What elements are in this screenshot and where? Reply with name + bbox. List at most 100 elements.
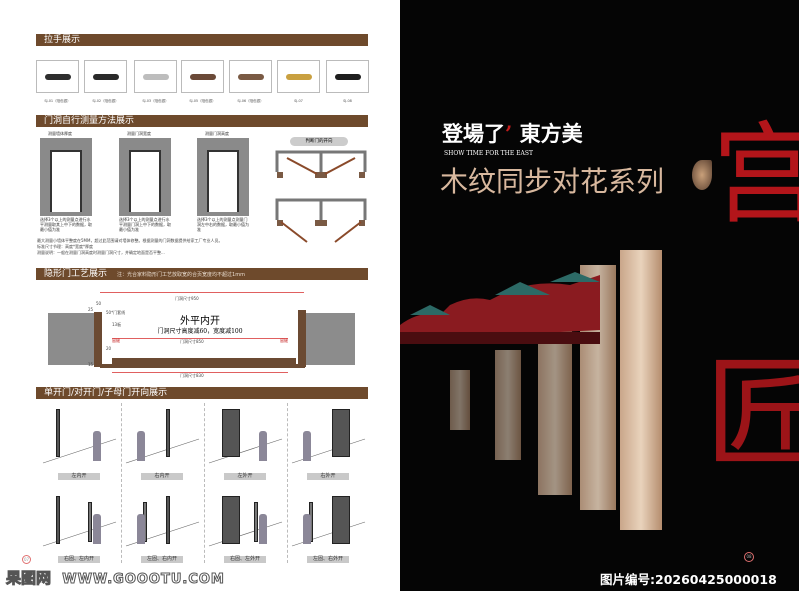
handle-icon	[93, 74, 119, 80]
direction-pill: 判断门的开向	[290, 137, 348, 146]
gap-left: 留缝	[112, 338, 120, 343]
dim-mid: 门洞尺寸850	[180, 339, 204, 344]
handle-item[interactable]	[326, 60, 369, 93]
direction-cell: 左固、右外开	[287, 484, 370, 567]
page-number: 07	[22, 555, 31, 564]
frame-base	[100, 364, 305, 368]
direction-cell: 右固、左内开	[38, 484, 121, 567]
wood-panel	[495, 350, 521, 460]
direction-label: 右固、左内开	[58, 556, 100, 563]
section-bar-invisible: 隐形门工艺展示 注：光合家料隐形门工艺放取宽的合页宽度均不超过1mm	[36, 268, 368, 280]
handle-label: SJ-08	[343, 99, 352, 103]
door-leaf	[112, 358, 296, 367]
handle-item[interactable]	[84, 60, 127, 93]
direction-cell: 右外开	[287, 401, 370, 484]
dim-bottom: 门洞尺寸830	[180, 373, 204, 378]
section-note: 注：光合家料隐形门工艺放取宽的合页宽度均不超过1mm	[117, 272, 245, 278]
section-bar-measure: 门洞自行测量方法展示	[36, 115, 368, 127]
invisible-heading: 外平内开	[180, 316, 220, 327]
handle-label: SJ-05（哑色银）	[189, 99, 216, 103]
watermark-brand: 果图网	[5, 569, 52, 588]
watermark-logo: 果图网 WWW.GOOOTU.COM	[5, 567, 225, 588]
wall-left	[48, 313, 100, 365]
wall-image	[119, 138, 171, 216]
handle-icon	[143, 74, 169, 80]
dim-top: 门洞尺寸950	[175, 296, 199, 301]
person-icon	[303, 431, 311, 461]
measure-caption: 选择3个以上的测量点进行水平测量取其上中下的数据，取最小值为准	[40, 217, 92, 232]
frame-right	[298, 310, 306, 367]
dim-50: 50	[96, 301, 102, 306]
measure-notes: 最大测量小墙体平整度在5MM，超过此范围请对墙体修整。根据测量的门洞数据提供给家…	[37, 238, 367, 256]
section-title: 隐形门工艺展示	[44, 269, 108, 279]
handle-label: SJ-03（哑色银）	[142, 99, 169, 103]
right-page: 登場了’ 東方美 SHOW TIME FOR THE EAST 木纹同步对花系列…	[400, 0, 799, 591]
direction-label: 左固、右内开	[141, 556, 183, 563]
title-b: 東方美	[519, 121, 583, 146]
big-char-jiang: 匠	[705, 345, 799, 484]
gap-right: 留缝	[280, 338, 288, 343]
person-icon	[93, 431, 101, 461]
handle-item[interactable]	[181, 60, 224, 93]
gold-drop	[692, 160, 712, 190]
measure-title: 测量门洞高度	[205, 131, 229, 136]
image-id: 图片编号:20260425000018	[600, 572, 777, 587]
wall-right	[303, 313, 355, 365]
section-bar-handles: 拉手展示	[36, 34, 368, 46]
title-a: 登場了	[442, 121, 505, 146]
wood-panel	[620, 250, 662, 530]
dim-line-top	[100, 292, 304, 293]
watermark-url: WWW.GOOOTU.COM	[62, 572, 225, 588]
direction-label: 左固、右外开	[307, 556, 349, 563]
section-title: 门洞自行测量方法展示	[44, 116, 135, 126]
handle-icon	[335, 74, 361, 80]
direction-label: 右外开	[307, 473, 349, 480]
left-page: 拉手展示 SJ-01（哑色银）SJ-02（哑色银）SJ-03（哑色银）SJ-05…	[5, 34, 370, 588]
direction-label: 左内开	[58, 473, 100, 480]
handle-label: SJ-07	[294, 99, 303, 103]
handle-icon	[190, 74, 216, 80]
handle-item[interactable]	[36, 60, 79, 93]
wall-image	[40, 138, 92, 216]
section-bar-direction: 单开门/对开门/子母门开向展示	[36, 387, 368, 399]
handle-icon	[238, 74, 264, 80]
section-title: 单开门/对开门/子母门开向展示	[44, 388, 168, 398]
measure-title: 测量墙体厚度	[48, 131, 72, 136]
direction-cell: 右固、左外开	[204, 484, 287, 567]
handle-label: SJ-02（哑色银）	[92, 99, 119, 103]
dim-line-mid	[112, 338, 288, 339]
big-char-gong: 宫	[712, 111, 799, 239]
measure-title: 测量门洞宽度	[127, 131, 151, 136]
handle-item[interactable]	[229, 60, 272, 93]
direction-label: 左外开	[224, 473, 266, 480]
thick-label: 13板	[112, 322, 122, 327]
section-title: 拉手展示	[44, 35, 81, 45]
direction-cell: 左固、右内开	[121, 484, 204, 567]
dim-25: 25	[88, 307, 94, 312]
person-icon	[137, 431, 145, 461]
page-number: 08	[744, 552, 754, 562]
handle-label: SJ-06（哑色银）	[237, 99, 264, 103]
title: 登場了’ 東方美	[442, 121, 583, 146]
frame-left	[94, 312, 102, 367]
handle-icon	[286, 74, 312, 80]
dim-line-bottom	[112, 372, 288, 373]
dim-15: 15	[88, 362, 94, 367]
handle-item[interactable]	[277, 60, 320, 93]
handle-item[interactable]	[134, 60, 177, 93]
door-direction-diagram	[275, 150, 367, 243]
direction-cell: 左内开	[38, 401, 121, 484]
person-icon	[259, 514, 267, 544]
handle-icon	[45, 74, 71, 80]
dim-20: 20	[106, 346, 112, 351]
person-icon	[137, 514, 145, 544]
note-line: 最大测量小墙体平整度在5MM，超过此范围请对墙体修整。根据测量的门洞数据提供给家…	[37, 238, 223, 243]
measure-caption: 选择3个以上的测量点测量门洞左中右的数据，取最小值为准	[197, 217, 249, 232]
series-title: 木纹同步对花系列	[440, 165, 665, 198]
note-line: 标准尺寸节理：高度*宽度*厚度	[37, 244, 93, 249]
direction-cell: 左外开	[204, 401, 287, 484]
direction-label: 右内开	[141, 473, 183, 480]
person-icon	[259, 431, 267, 461]
wall-image	[197, 138, 249, 216]
invisible-subheading: 门洞尺寸高度减60，宽度减100	[157, 328, 243, 335]
